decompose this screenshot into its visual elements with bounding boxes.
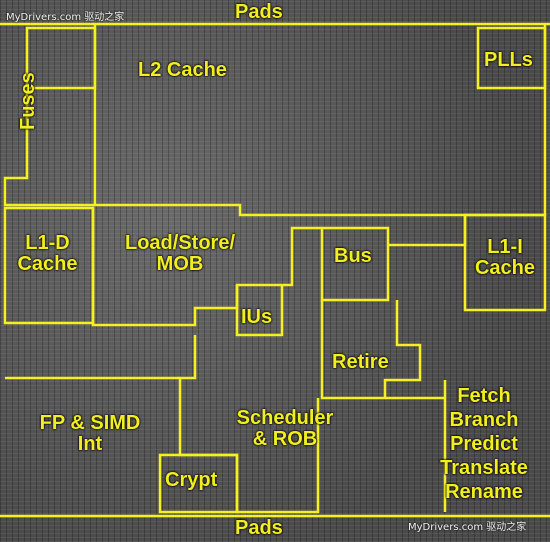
label-fetch-line5: Rename [445,481,523,503]
label-l2-cache: L2 Cache [138,59,227,81]
retire-outline [320,300,422,400]
label-fetch-line2: Branch [449,409,519,431]
label-crypt: Crypt [165,469,218,491]
ius-outline [235,285,284,337]
bus-connector-outline [388,215,467,247]
watermark-top: MyDrivers.com 驱动之家 [6,12,125,23]
label-load-store-line1: Load/Store/ [124,232,235,254]
label-fetch-line4: Translate [440,457,528,479]
label-load-store: Load/Store/ MOB [115,233,245,275]
label-ius: IUs [241,306,273,328]
label-l1i-line1: L1-I [487,236,523,258]
label-l1d-line1: L1-D [25,232,70,254]
label-plls: PLLs [484,49,533,71]
l2-cache-outline [93,24,547,217]
label-fuses: Fuses [17,72,39,130]
label-retire: Retire [332,351,389,373]
label-l1d-line2: Cache [17,253,78,275]
label-fetch: Fetch Branch Predict Translate Rename [425,384,543,504]
label-scheduler: Scheduler & ROB [220,408,350,450]
bus-outline [320,226,390,302]
label-bus: Bus [334,245,372,267]
label-fp-simd-line1: FP & SIMD [39,412,141,434]
label-scheduler-line1: Scheduler [236,407,334,429]
label-pads-bottom: Pads [235,517,283,539]
label-l1d-cache: L1-D Cache [10,233,85,275]
label-fp-simd-line2: Int [77,433,103,455]
fetch-outline [385,380,447,512]
label-scheduler-line2: & ROB [252,428,318,450]
label-load-store-line2: MOB [156,253,204,275]
label-l1i-cache: L1-I Cache [469,237,541,279]
label-pads-top: Pads [235,1,283,23]
label-fetch-line3: Predict [450,433,518,455]
crypt-outline [158,453,239,514]
label-fetch-line1: Fetch [457,385,511,407]
l1i-cache-outline [463,213,547,312]
label-l1i-line2: Cache [474,257,536,279]
plls-outline [476,26,547,90]
fuses-outline [3,88,95,207]
label-fp-simd: FP & SIMD Int [25,413,155,455]
watermark-bottom: MyDrivers.com 驱动之家 [408,522,527,533]
sram-block-outline [25,26,97,90]
